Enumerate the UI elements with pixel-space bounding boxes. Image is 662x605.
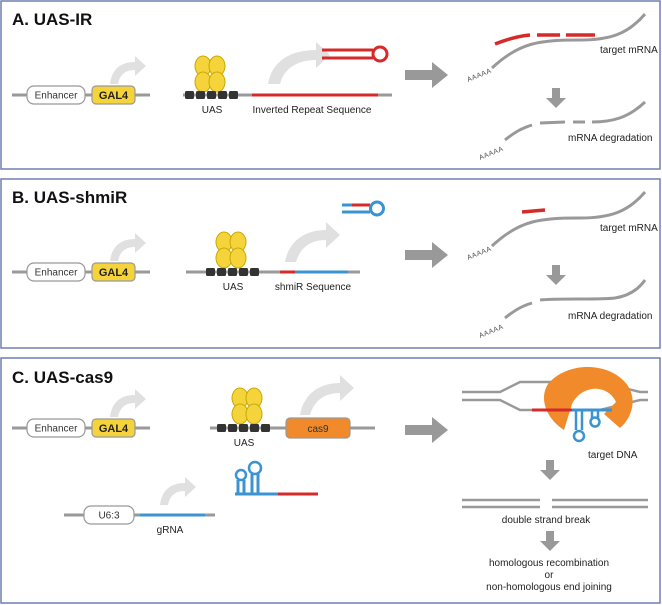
transcription-arrow	[160, 477, 196, 505]
gal4-label: GAL4	[99, 423, 129, 435]
grna-label: gRNA	[157, 525, 184, 536]
gal4-protein	[231, 387, 263, 425]
mrna-fragment	[504, 123, 533, 142]
outcome-or: or	[545, 570, 555, 581]
panel-b-frame	[0, 178, 661, 349]
gal4-protein	[215, 231, 247, 269]
gal4-box	[91, 262, 136, 282]
enhancer-box	[26, 418, 86, 438]
gal4-label: GAL4	[99, 267, 129, 279]
enhancer-label: Enhancer	[35, 268, 78, 279]
mrna-fragment	[504, 301, 533, 320]
gal4-protein	[194, 55, 226, 93]
gal4-box	[91, 85, 136, 105]
mirna-bound	[521, 208, 546, 214]
target-mrna	[490, 13, 647, 70]
down-arrow	[546, 265, 566, 285]
hairpin-rna	[322, 45, 389, 63]
shmir-hairpin	[342, 200, 385, 217]
inverted-repeat-label: Inverted Repeat Sequence	[253, 105, 372, 116]
target-mrna-label: target mRNA	[600, 45, 658, 56]
transcription-arrow	[110, 233, 146, 261]
down-arrow	[540, 531, 560, 551]
poly-a-tail: AAAAA	[466, 246, 493, 262]
dsb-label: double strand break	[502, 515, 591, 526]
target-mrna	[490, 191, 647, 248]
enhancer-box	[26, 262, 86, 282]
uas-sites	[206, 268, 259, 276]
uas-label: UAS	[202, 105, 223, 116]
poly-a-tail: AAAAA	[478, 146, 505, 162]
grna-structure	[234, 460, 318, 496]
target-dna-label: target DNA	[588, 450, 638, 461]
transcription-arrow	[285, 222, 340, 262]
uas-sites	[217, 424, 270, 432]
cas9-box	[285, 417, 351, 439]
shmir-label: shmiR Sequence	[275, 282, 352, 293]
sirna-bound	[494, 33, 531, 46]
degradation-label: mRNA degradation	[568, 133, 653, 144]
panel-c: C. UAS-cas9 Enhancer GAL4 UAS cas9 U6:3	[0, 357, 661, 604]
enhancer-box	[26, 85, 86, 105]
gal4-box	[91, 418, 136, 438]
panel-c-frame	[0, 357, 661, 604]
target-mrna-label: target mRNA	[600, 223, 658, 234]
down-arrow	[540, 460, 560, 480]
mrna-fragment	[539, 120, 566, 125]
panel-a-title: A. UAS-IR	[12, 10, 92, 29]
transcription-arrow	[110, 389, 146, 417]
mrna-fragment	[591, 100, 647, 124]
outcome-hr: homologous recombination	[489, 558, 609, 569]
panel-c-title: C. UAS-cas9	[12, 368, 113, 387]
double-strand-break	[462, 498, 648, 509]
u6-promoter-label: U6:3	[98, 511, 120, 522]
cas9-protein	[543, 366, 633, 430]
panel-a: A. UAS-IR Enhancer GAL4 UAS Inverted Rep…	[0, 0, 661, 170]
process-arrow	[405, 62, 448, 88]
enhancer-label: Enhancer	[35, 424, 78, 435]
uas-label: UAS	[234, 438, 255, 449]
cas9-label: cas9	[307, 424, 329, 435]
outcome-nhej: non-homologous end joining	[486, 582, 612, 593]
transcription-arrow	[300, 375, 354, 415]
enhancer-label: Enhancer	[35, 91, 78, 102]
process-arrow	[405, 417, 448, 443]
panel-b: B. UAS-shmiR Enhancer GAL4 UAS shmiR Seq…	[0, 178, 661, 349]
uas-sites	[185, 91, 238, 99]
poly-a-tail: AAAAA	[478, 324, 505, 340]
mrna-fragment	[539, 279, 647, 302]
transcription-arrow	[110, 56, 146, 84]
gal4-label: GAL4	[99, 90, 129, 102]
transcription-arrow	[268, 42, 330, 84]
grna-bound-structure	[572, 408, 612, 443]
uas-label: UAS	[223, 282, 244, 293]
poly-a-tail: AAAAA	[466, 68, 493, 84]
degradation-label: mRNA degradation	[568, 311, 653, 322]
panel-b-title: B. UAS-shmiR	[12, 188, 127, 207]
down-arrow	[546, 88, 566, 108]
u6-promoter-box	[83, 505, 135, 525]
panel-a-frame	[0, 0, 661, 170]
process-arrow	[405, 242, 448, 268]
